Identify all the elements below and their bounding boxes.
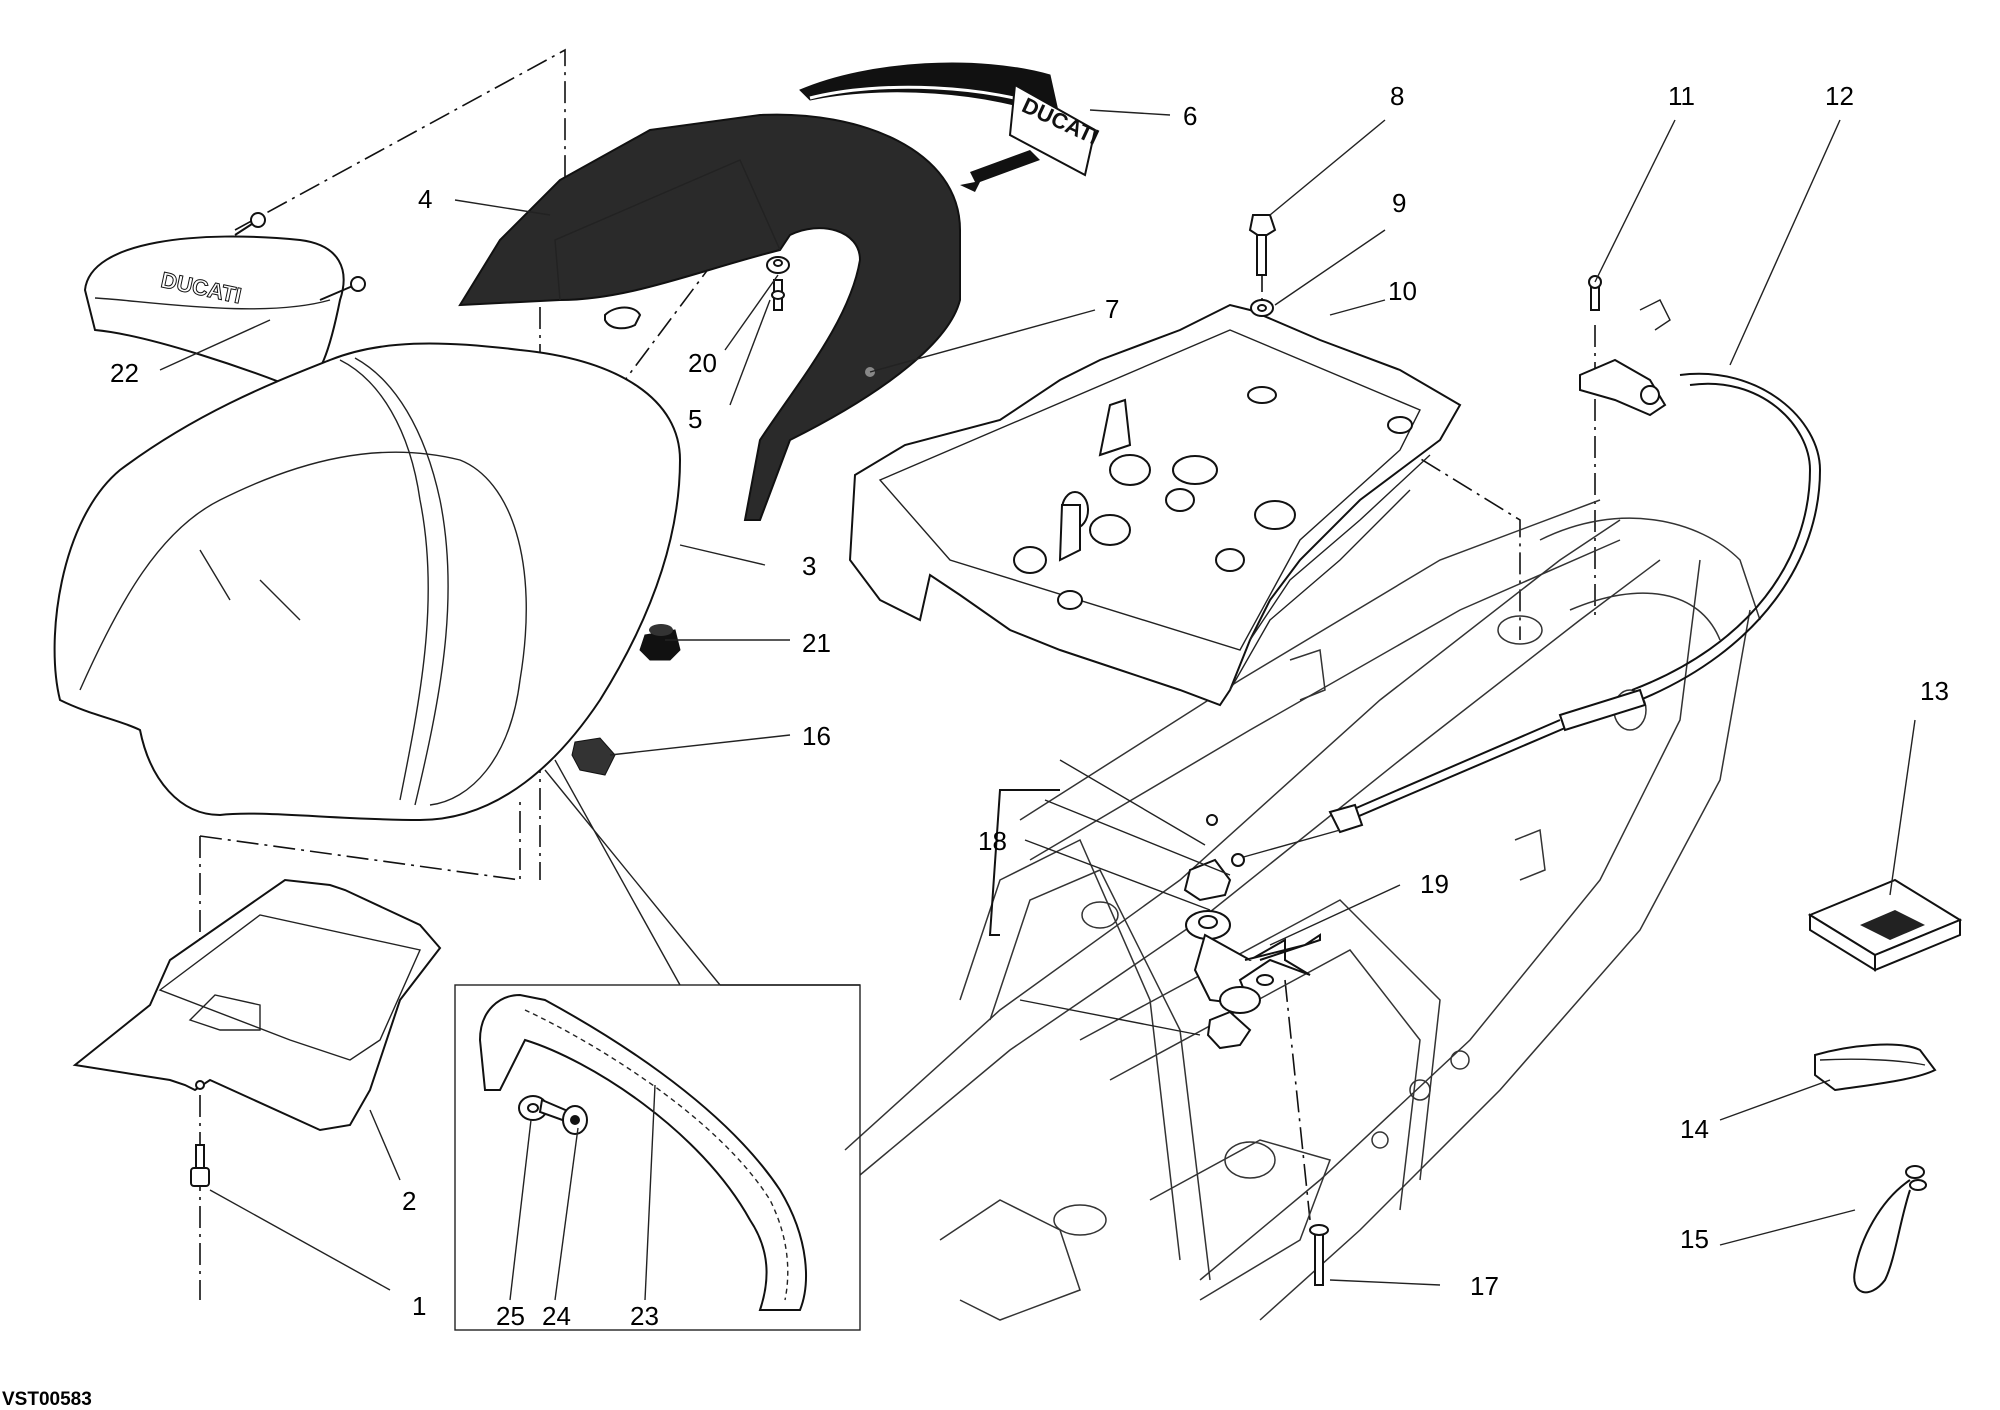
- callout-18: 18: [978, 826, 1007, 856]
- callout-11: 11: [1668, 81, 1695, 111]
- callout-25: 25: [496, 1301, 525, 1331]
- callout-13: 13: [1920, 676, 1949, 706]
- grab-handle-23: [478, 993, 807, 1311]
- callout-21: 21: [802, 628, 831, 658]
- screw-1: [190, 1144, 210, 1187]
- callout-24: 24: [542, 1301, 571, 1331]
- washer-9: [1250, 299, 1274, 317]
- callout-7: 7: [1105, 294, 1119, 324]
- seat-tray-10: [848, 303, 1462, 707]
- callout-19: 19: [1420, 869, 1449, 899]
- callout-22: 22: [110, 358, 139, 388]
- callout-12: 12: [1825, 81, 1854, 111]
- ducati-emblem-22: DUCATI: [83, 212, 366, 392]
- bolt-8: [1248, 214, 1277, 276]
- callout-4: 4: [418, 184, 432, 214]
- grab-handle-inset: [454, 759, 861, 1331]
- pad-16: [571, 737, 616, 776]
- callout-16: 16: [802, 721, 831, 751]
- callout-23: 23: [630, 1301, 659, 1331]
- callout-20: 20: [688, 348, 717, 378]
- callout-17: 17: [1470, 1271, 1499, 1301]
- callout-9: 9: [1392, 188, 1406, 218]
- ducati-sticker-6: DUCATI: [960, 83, 1103, 192]
- release-cable-12: [1231, 372, 1822, 867]
- callout-5: 5: [688, 404, 702, 434]
- callout-2: 2: [402, 1186, 416, 1216]
- leader-lines: [159, 109, 1916, 1301]
- screw-5: [771, 279, 785, 311]
- spacer-20: [766, 256, 790, 274]
- grommet-part: [604, 306, 642, 330]
- callout-8: 8: [1390, 81, 1404, 111]
- callout-1: 1: [412, 1291, 426, 1321]
- callout-15: 15: [1680, 1224, 1709, 1254]
- helmet-cable-15: [1853, 1165, 1927, 1294]
- pin-17: [1309, 1224, 1329, 1286]
- callout-14: 14: [1680, 1114, 1709, 1144]
- bolt-24: [538, 1098, 588, 1135]
- manual-13: [1807, 878, 1963, 972]
- seat-cowl-4: [458, 62, 1061, 521]
- callout-labels: 1 2 3 4 5 6 7 8 9 10 11 12 13 14 15 16 1…: [110, 81, 1949, 1331]
- undertray-2: [72, 878, 442, 1132]
- callout-3: 3: [802, 551, 816, 581]
- callout-10: 10: [1388, 276, 1417, 306]
- lock-bracket-11: [1579, 275, 1671, 417]
- seat-3: [53, 342, 682, 822]
- rubber-bumper-21: [639, 624, 681, 661]
- seat-pad-14: [1814, 1043, 1937, 1092]
- rear-subframe: [844, 499, 1761, 1321]
- diagram-code: VST00583: [2, 1389, 92, 1410]
- lock-lever-19: [1193, 933, 1321, 1050]
- callout-6: 6: [1183, 101, 1197, 131]
